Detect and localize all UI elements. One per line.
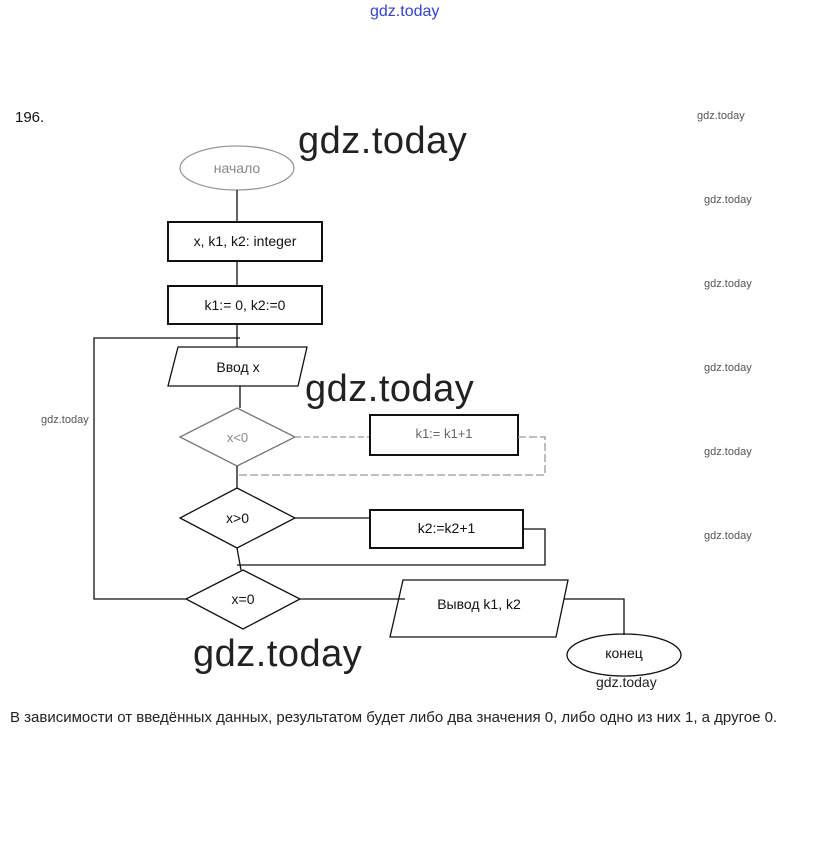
cond3-label: x=0 [231,591,255,607]
watermark: gdz.today [305,368,475,410]
cond1-label: x<0 [226,430,249,445]
watermark: gdz.today [41,414,89,426]
output-shape [389,579,569,638]
declare-shape [167,221,323,262]
watermark: gdz.today [697,110,745,122]
declare-label: x, k1, k2: integer [193,233,297,249]
input-label: Ввод x [216,359,260,375]
watermark: gdz.today [704,446,752,458]
site-header-link[interactable]: gdz.today [370,3,440,20]
cond2-label: x>0 [226,510,249,526]
watermark: gdz.today [704,194,752,206]
watermark: gdz.today [596,674,657,690]
end-shape [566,633,682,677]
task-number: 196. [15,109,45,126]
watermark: gdz.today [298,120,468,162]
start-label: начало [213,160,261,176]
watermark: gdz.today [704,362,752,374]
flowchart-lines [93,145,682,677]
init-shape [167,285,323,325]
end-label: конец [605,645,643,661]
answer-text: В зависимости от введённых данных, резул… [10,709,778,726]
output-label: Вывод k1, k2 [437,596,521,612]
init-label: k1:= 0, k2:=0 [204,297,286,313]
watermark: gdz.today [704,278,752,290]
action2-label: k2:=k2+1 [417,520,476,536]
cond3-shape [184,569,302,630]
watermark: gdz.today [193,633,363,675]
action1-label: k1:= k1+1 [415,426,473,441]
watermark: gdz.today [704,530,752,542]
input-shape [167,346,308,387]
action1-shape [369,414,519,456]
